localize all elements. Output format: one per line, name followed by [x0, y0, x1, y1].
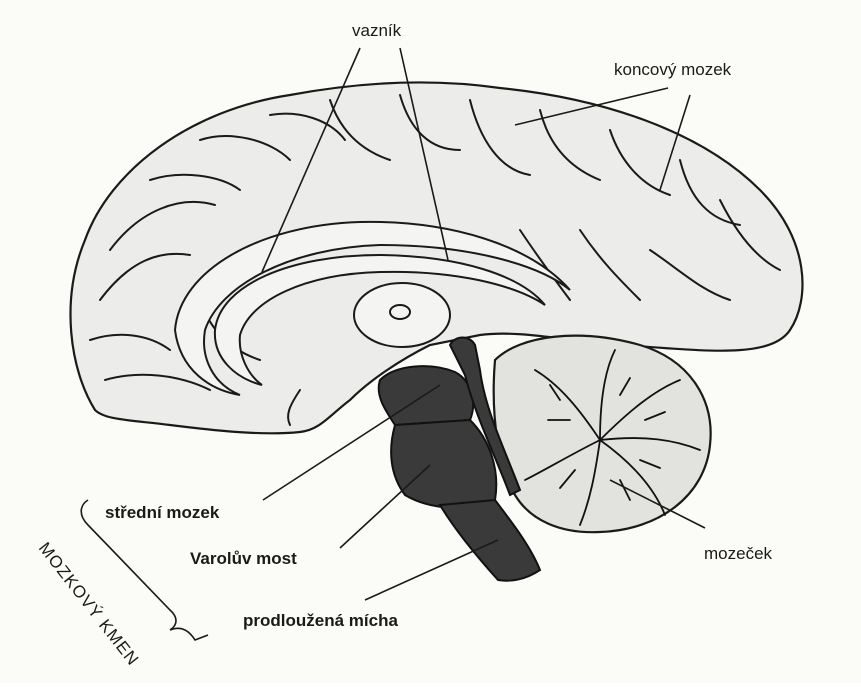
label-stredni-mozek: střední mozek	[105, 503, 220, 522]
cerebellum	[494, 336, 711, 533]
label-vaznik: vazník	[352, 21, 402, 40]
label-koncovy-mozek: koncový mozek	[614, 60, 732, 79]
pons	[391, 420, 496, 508]
label-prodlouzena-micha: prodloužená mícha	[243, 611, 398, 630]
thalamus	[354, 283, 450, 347]
label-varoluv-most: Varolův most	[190, 549, 297, 568]
medulla	[440, 500, 540, 581]
label-mozkovy-kmen: MOZKOVÝ KMEN	[35, 539, 143, 670]
label-mozecek: mozeček	[704, 544, 773, 563]
